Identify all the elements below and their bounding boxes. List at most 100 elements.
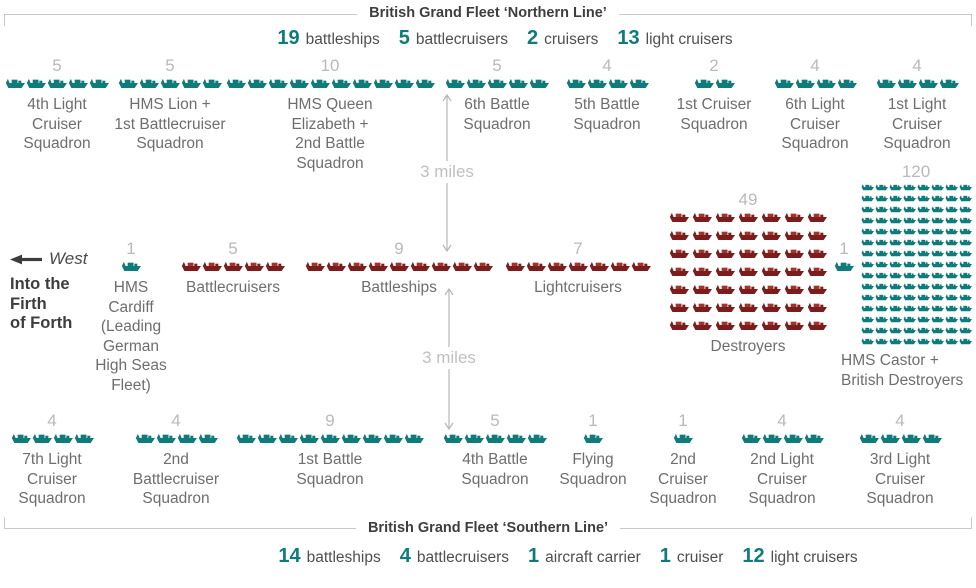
ship-icon: [181, 261, 201, 271]
ship-icon: [347, 261, 367, 271]
ship-row: [83, 260, 179, 272]
ship-count: 5: [490, 411, 500, 430]
ship-icon: [278, 433, 298, 443]
ship-icon: [903, 294, 916, 301]
ship-icon: [917, 316, 930, 323]
ship-icon: [289, 78, 309, 88]
ship-icon: [715, 266, 735, 276]
ship-icon: [945, 239, 958, 246]
ship-icon: [875, 184, 888, 191]
ship-icon: [715, 212, 735, 222]
ship-icon: [861, 239, 874, 246]
ship-icon: [945, 195, 958, 202]
ship-count: 1: [588, 411, 598, 430]
ship-icon: [362, 433, 382, 443]
fleet-group-label: HMS Cardiff (Leading German High Seas Fl…: [95, 279, 167, 394]
ship-icon: [875, 338, 888, 345]
ship-icon: [861, 316, 874, 323]
ship-icon: [945, 228, 958, 235]
ship-icon: [861, 327, 874, 334]
ship-icon: [583, 433, 603, 443]
ship-icon: [11, 433, 31, 443]
ship-icon: [959, 261, 972, 268]
ship-count: 7: [573, 239, 583, 258]
ship-row: [861, 77, 973, 89]
ship-row: [759, 77, 871, 89]
ship-icon: [931, 327, 944, 334]
fleet-group-label: HMS Queen Elizabeth + 2nd Battle Squadro…: [287, 96, 373, 172]
ship-icon: [445, 78, 465, 88]
ship-icon: [692, 302, 712, 312]
fleet-group-label: Battlecruisers: [186, 279, 280, 296]
fleet-group-label: 7th Light Cruiser Squadron: [18, 451, 86, 508]
ship-row: [844, 432, 956, 444]
ship-icon: [861, 305, 874, 312]
ship-icon: [889, 338, 902, 345]
ship-row: [541, 432, 645, 444]
ship-icon: [526, 261, 546, 271]
ship-icon: [945, 338, 958, 345]
ship-icon: [875, 195, 888, 202]
ship-icon: [669, 302, 689, 312]
ship-icon: [875, 206, 888, 213]
ship-icon: [903, 250, 916, 257]
ship-icon: [473, 261, 493, 271]
fleet-group-label: 2nd Battlecruiser Squadron: [132, 451, 220, 508]
ship-icon: [761, 212, 781, 222]
ship-icon: [160, 78, 180, 88]
ship-icon: [861, 195, 874, 202]
ship-icon: [931, 206, 944, 213]
ship-icon: [837, 78, 857, 88]
fleet-group-label: 2nd Light Cruiser Squadron: [748, 451, 816, 508]
ship-icon: [795, 78, 815, 88]
ship-row: [669, 211, 827, 331]
ship-icon: [389, 261, 409, 271]
ship-icon: [784, 248, 804, 258]
ship-icon: [715, 320, 735, 330]
ship-icon: [917, 228, 930, 235]
ship-icon: [959, 327, 972, 334]
ship-icon: [880, 433, 900, 443]
ship-icon: [931, 316, 944, 323]
ship-icon: [326, 261, 346, 271]
ship-icon: [310, 78, 330, 88]
ship-icon: [139, 78, 159, 88]
ship-icon: [903, 272, 916, 279]
ship-icon: [547, 261, 567, 271]
stat-label: battlecruisers: [415, 31, 509, 48]
ship-icon: [889, 195, 902, 202]
ship-icon: [889, 250, 902, 257]
ship-icon: [784, 212, 804, 222]
stat-value: 1: [659, 545, 671, 567]
ship-icon: [861, 294, 874, 301]
ship-icon: [694, 78, 714, 88]
ship-icon: [669, 284, 689, 294]
stat-value: 4: [399, 545, 411, 567]
ship-icon: [807, 320, 827, 330]
fleet-group-label: HMS Castor + British Destroyers: [841, 352, 964, 389]
ship-icon: [945, 217, 958, 224]
ship-row: [658, 77, 770, 89]
southern-line-title: British Grand Fleet ‘Southern Line’: [355, 520, 621, 536]
ship-icon: [945, 316, 958, 323]
ship-icon: [156, 433, 176, 443]
ship-row: [299, 260, 499, 272]
ship-icon: [917, 283, 930, 290]
ship-icon: [945, 283, 958, 290]
ship-icon: [89, 78, 109, 88]
fleet-group-label: 3rd Light Cruiser Squadron: [866, 451, 934, 508]
ship-icon: [784, 284, 804, 294]
ship-icon: [959, 217, 972, 224]
ship-icon: [901, 433, 921, 443]
stat-value: 5: [398, 27, 410, 49]
ship-icon: [875, 261, 888, 268]
ship-icon: [692, 320, 712, 330]
ship-icon: [875, 217, 888, 224]
stat-label: light cruisers: [770, 549, 858, 566]
ship-icon: [959, 305, 972, 312]
ship-icon: [506, 433, 526, 443]
